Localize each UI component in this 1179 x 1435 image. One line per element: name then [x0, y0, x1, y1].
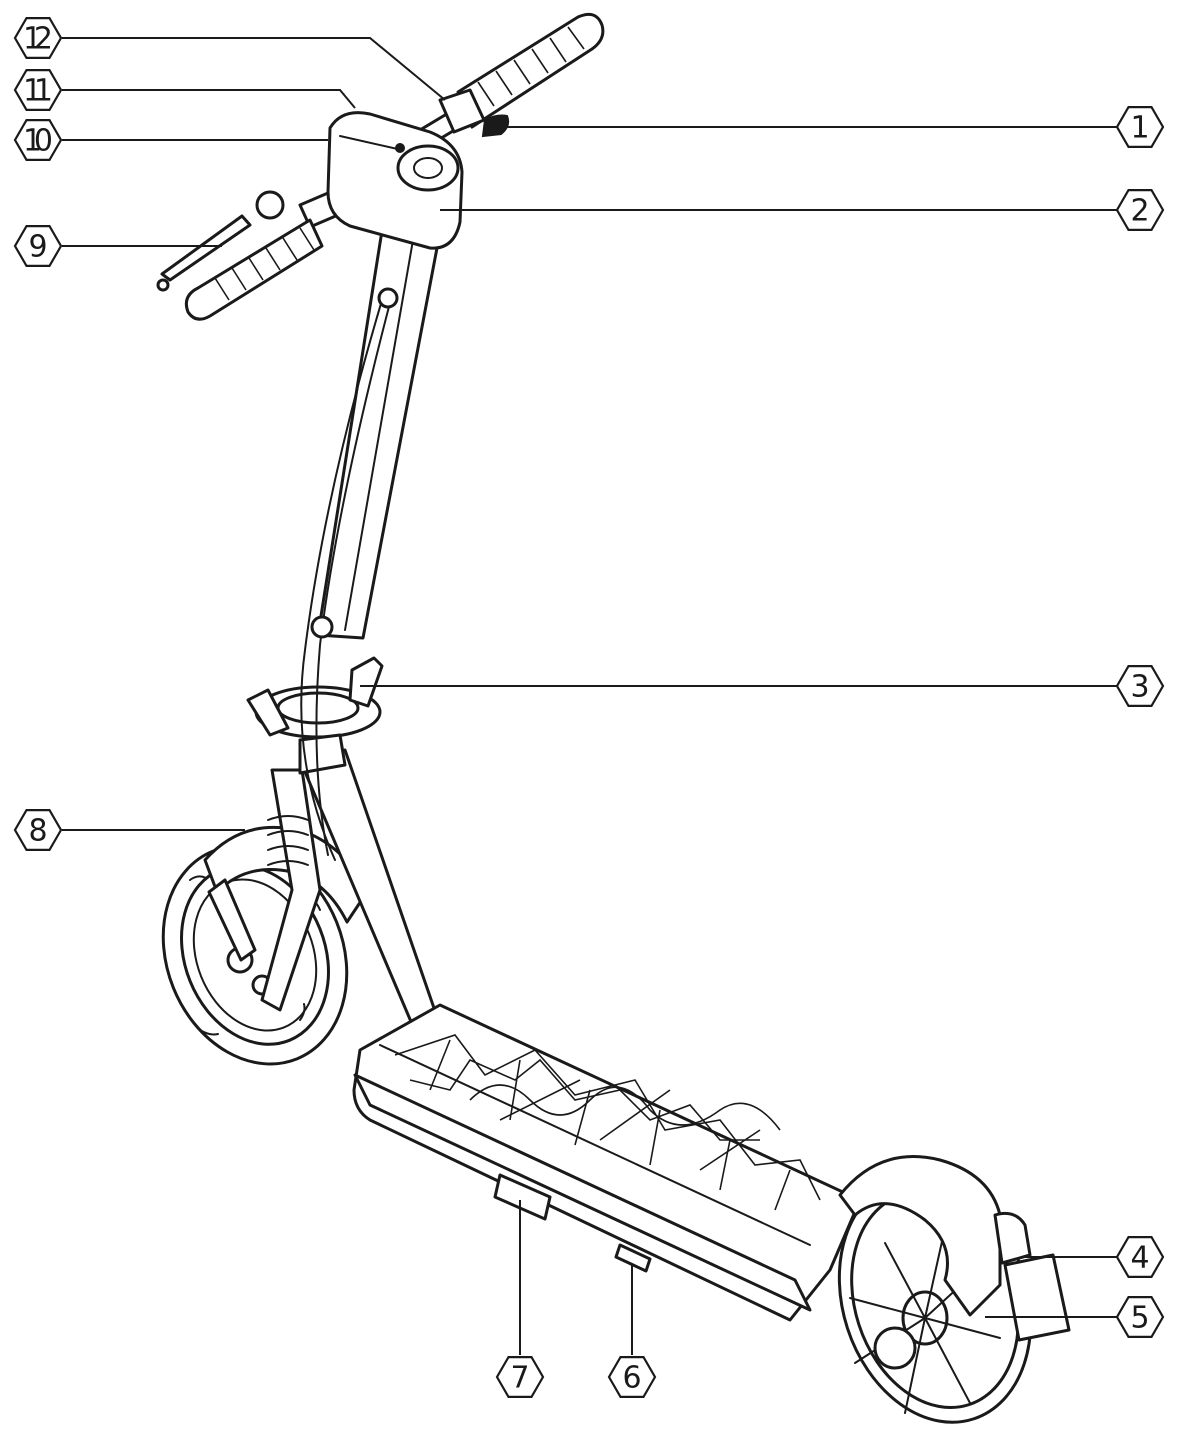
callout-2: 2 [1115, 189, 1165, 231]
callout-hexagon [13, 808, 63, 852]
callout-number: 4 [1130, 1241, 1149, 1276]
scooter-illustration [156, 12, 1071, 1424]
callout-hexagon [495, 1355, 545, 1399]
callout-10: 10 [13, 118, 63, 161]
callout-hexagon [607, 1355, 657, 1399]
callout-7: 7 [495, 1355, 545, 1399]
tail-light [993, 1211, 1032, 1265]
brake-lever [160, 214, 252, 282]
suspension-spring [267, 815, 309, 866]
callout-number: 8 [28, 814, 47, 849]
callout-4: 4 [1115, 1235, 1165, 1279]
callout-number: 2 [1130, 194, 1149, 229]
callout-hexagon [13, 225, 63, 267]
folding-mechanism [246, 656, 384, 775]
callout-hexagon [1115, 105, 1165, 148]
brake-cable [300, 289, 386, 861]
rear-reflector [1003, 1253, 1071, 1342]
callout-number: 11 [23, 74, 53, 109]
callout-number: 6 [622, 1361, 641, 1396]
callout-hexagon [13, 68, 63, 112]
callout-hexagon [13, 17, 63, 60]
callout-6: 6 [607, 1355, 657, 1399]
callout-number: 9 [28, 230, 47, 265]
callout-hexagon [1115, 1295, 1165, 1339]
rear-fender [838, 1155, 1002, 1317]
callout-number: 10 [23, 124, 53, 159]
callout-1: 1 [1115, 105, 1165, 148]
callout-number: 5 [1130, 1301, 1149, 1336]
callout-hexagon [1115, 1235, 1165, 1279]
left-grip [184, 218, 324, 321]
deck [352, 1003, 862, 1322]
callout-number: 1 [1130, 111, 1149, 146]
callout-number: 3 [1130, 670, 1149, 705]
callout-12: 12 [13, 17, 63, 60]
right-grip [456, 12, 605, 129]
callout-5: 5 [1115, 1295, 1165, 1339]
callout-hexagon [1115, 189, 1165, 231]
callout-number: 12 [23, 22, 53, 57]
callout-11: 11 [13, 68, 63, 112]
leader-lines [62, 37, 1118, 1355]
callout-9: 9 [13, 225, 63, 267]
deck-grip-pattern [394, 1034, 821, 1211]
callout-3: 3 [1115, 664, 1165, 708]
callout-number: 7 [510, 1361, 529, 1396]
callout-8: 8 [13, 808, 63, 852]
callout-hexagon [1115, 664, 1165, 708]
callout-hexagon [13, 118, 63, 161]
